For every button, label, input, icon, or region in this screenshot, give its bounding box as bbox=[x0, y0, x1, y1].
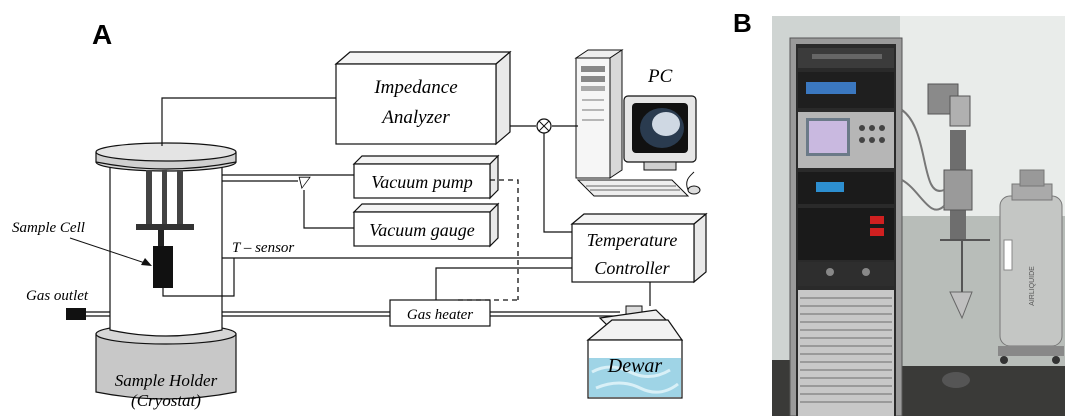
panel-a: A Impedance Analyzer bbox=[12, 19, 708, 410]
gas-outlet-plug bbox=[66, 308, 86, 320]
impedance-label-1: Impedance bbox=[373, 77, 457, 98]
dewar: Dewar bbox=[586, 305, 684, 399]
temperature-label-2: Controller bbox=[594, 258, 670, 278]
gas-outlet-label: Gas outlet bbox=[26, 288, 89, 304]
t-sensor-label: T – sensor bbox=[232, 240, 294, 256]
vacuum-pump-label: Vacuum pump bbox=[371, 172, 473, 192]
gas-heater-label: Gas heater bbox=[407, 307, 473, 323]
photo-cryostat bbox=[901, 83, 990, 388]
sample-holder-label-2: (Cryostat) bbox=[131, 391, 201, 410]
impedance-analyzer-box: Impedance Analyzer bbox=[334, 50, 512, 146]
pc-label: PC bbox=[647, 66, 673, 87]
panel-b: B bbox=[733, 8, 1065, 416]
pc-computer: PC bbox=[574, 49, 701, 197]
gas-heater-box: Gas heater bbox=[389, 299, 491, 327]
vacuum-gauge-label: Vacuum gauge bbox=[369, 220, 474, 240]
sample-cell-label: Sample Cell bbox=[12, 220, 85, 236]
dewar-label: Dewar bbox=[607, 355, 663, 377]
cryostat: Sample Holder (Cryostat) bbox=[95, 142, 237, 410]
photo-dewar: AIRLIQUIDE bbox=[998, 169, 1064, 364]
sample-cell bbox=[153, 246, 173, 288]
panel-b-letter: B bbox=[733, 8, 752, 38]
vacuum-pump-box: Vacuum pump bbox=[352, 154, 500, 200]
temperature-label-1: Temperature bbox=[587, 230, 678, 250]
vacuum-gauge-box: Vacuum gauge bbox=[352, 202, 500, 248]
sample-holder-label-1: Sample Holder bbox=[115, 371, 218, 390]
impedance-label-2: Analyzer bbox=[380, 107, 450, 128]
dewar-brand-text: AIRLIQUIDE bbox=[1029, 266, 1036, 306]
temperature-controller-box: Temperature Controller bbox=[570, 212, 708, 284]
panel-a-letter: A bbox=[92, 19, 112, 50]
valve-symbol: ▽ bbox=[296, 174, 311, 191]
instrument-rack bbox=[789, 37, 903, 416]
